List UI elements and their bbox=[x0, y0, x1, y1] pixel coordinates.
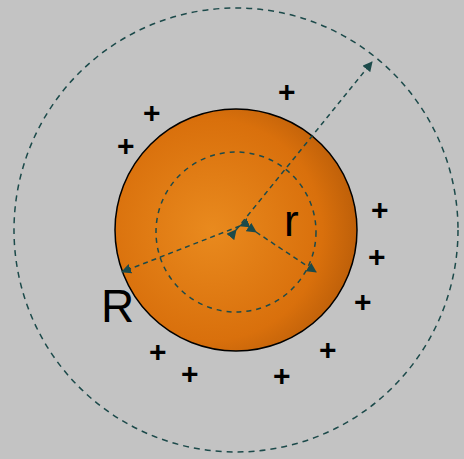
charge-sign: + bbox=[117, 131, 135, 161]
charge-sign: + bbox=[354, 287, 372, 317]
radius-label: R bbox=[101, 283, 134, 329]
radius-R-arrow bbox=[122, 226, 240, 272]
charge-sign: + bbox=[273, 361, 291, 391]
gaussian-surface-inner bbox=[156, 152, 316, 312]
charge-sign: + bbox=[371, 195, 389, 225]
charge-sign: + bbox=[278, 77, 296, 107]
charge-sign: + bbox=[143, 98, 161, 128]
charge-sign: + bbox=[319, 335, 337, 365]
radius-label: r bbox=[284, 199, 299, 243]
outer-radius-arrow bbox=[236, 62, 372, 230]
charge-sign: + bbox=[368, 242, 386, 272]
gaussian-surface-outer bbox=[14, 8, 458, 452]
charge-sign: + bbox=[149, 337, 167, 367]
charge-sign: + bbox=[181, 359, 199, 389]
